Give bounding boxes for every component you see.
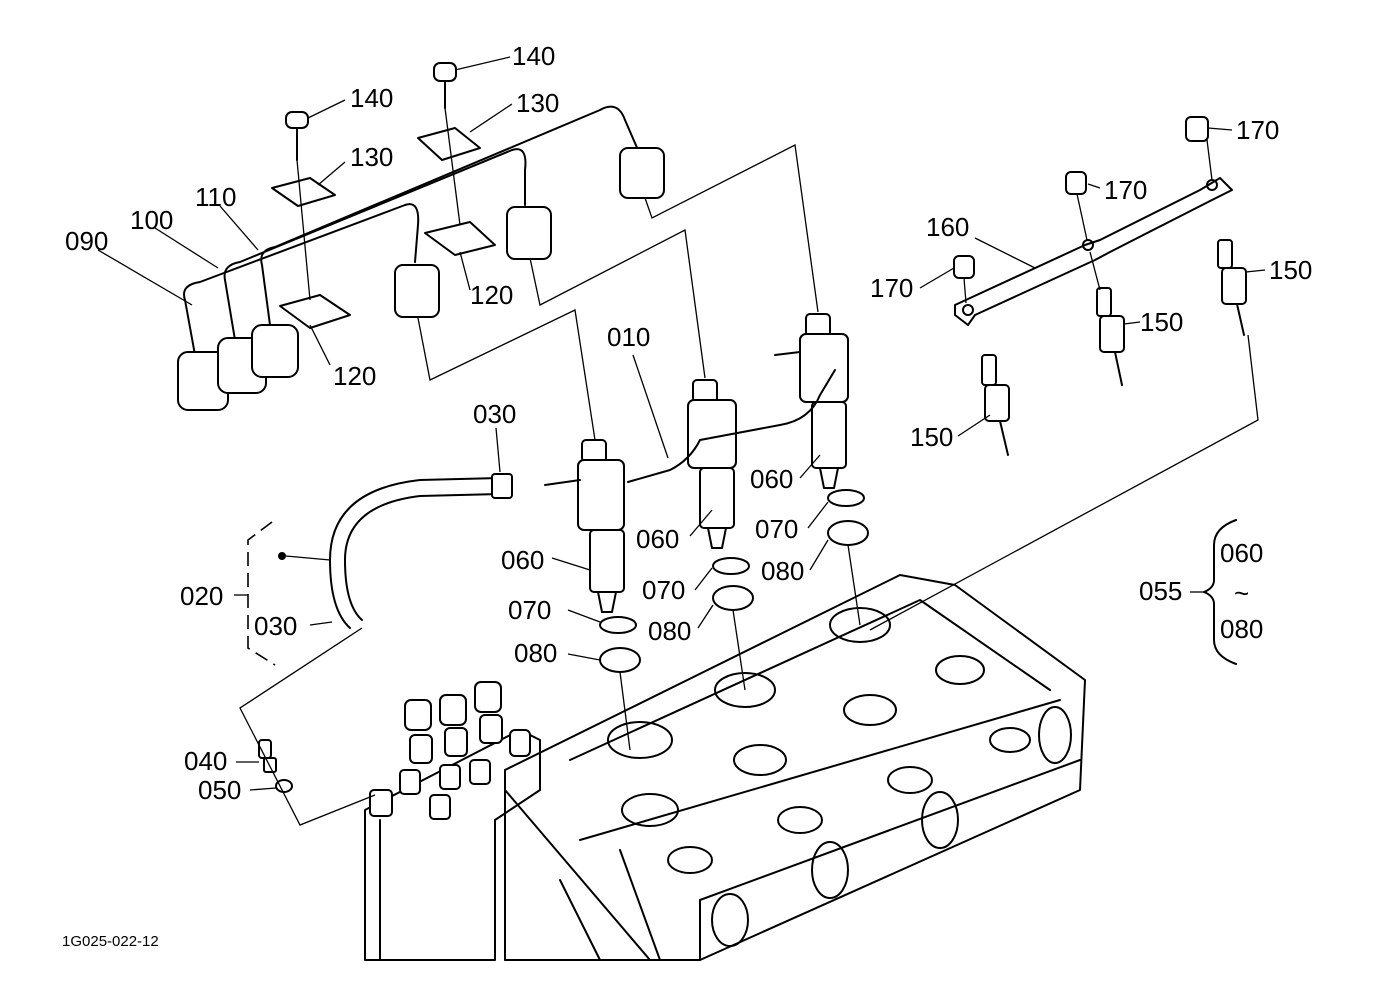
callout-060: 060 (501, 545, 544, 575)
callout-050: 050 (198, 775, 241, 805)
callout-labels: 140 140 130 130 110 100 090 120 120 010 … (62, 41, 1312, 950)
callout-150: 150 (910, 422, 953, 452)
callout-020: 020 (180, 581, 223, 611)
callout-060: 060 (636, 524, 679, 554)
callout-150: 150 (1269, 255, 1312, 285)
callout-140: 140 (350, 83, 393, 113)
callout-130: 130 (350, 142, 393, 172)
glow-plugs (981, 239, 1247, 456)
kit-range-to: 080 (1220, 614, 1263, 644)
hose-group-bracket (234, 521, 276, 666)
callout-070: 070 (508, 595, 551, 625)
callout-060: 060 (750, 464, 793, 494)
callout-030: 030 (473, 399, 516, 429)
callout-160: 160 (926, 212, 969, 242)
callout-080: 080 (648, 616, 691, 646)
callout-100: 100 (130, 205, 173, 235)
kit-range-from: 060 (1220, 538, 1263, 568)
return-hose (278, 473, 513, 629)
callout-130: 130 (516, 88, 559, 118)
injection-pump (364, 681, 541, 961)
callout-120: 120 (333, 361, 376, 391)
callout-040: 040 (184, 746, 227, 776)
kit-bracket (1190, 519, 1237, 665)
kit-label-055: 055 (1139, 576, 1182, 606)
connection-lines (239, 139, 1259, 826)
callout-170: 170 (1104, 175, 1147, 205)
callout-090: 090 (65, 226, 108, 256)
overflow-pipe (544, 351, 836, 486)
callout-170: 170 (1236, 115, 1279, 145)
cylinder-head (504, 574, 1086, 961)
callout-150: 150 (1140, 307, 1183, 337)
callout-080: 080 (514, 638, 557, 668)
kit-range-symbol: ~ (1234, 578, 1249, 608)
callout-120: 120 (470, 280, 513, 310)
injection-nozzles (577, 313, 849, 613)
callout-170: 170 (870, 273, 913, 303)
callout-070: 070 (755, 514, 798, 544)
callout-010: 010 (607, 322, 650, 352)
callout-030: 030 (254, 611, 297, 641)
injection-pipes (177, 105, 665, 411)
glow-plug-nuts (953, 116, 1209, 279)
callout-110: 110 (195, 182, 236, 212)
callout-140: 140 (512, 41, 555, 71)
fitting-040 (258, 739, 293, 793)
callout-leaders (97, 56, 1266, 791)
pipe-clamps (271, 62, 496, 329)
reference-code: 1G025-022-12 (62, 933, 159, 950)
callout-080: 080 (761, 556, 804, 586)
callout-070: 070 (642, 575, 685, 605)
glow-plug-lead (954, 177, 1233, 326)
